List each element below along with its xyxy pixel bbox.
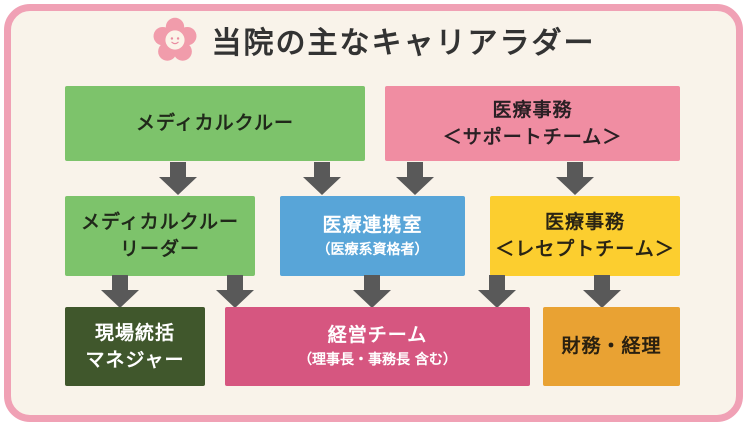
node-label: 経営チーム — [327, 324, 428, 347]
node-management-team: 経営チーム （理事長・事務長 含む） — [225, 307, 530, 386]
node-label: メディカルクルー — [80, 211, 240, 234]
node-sublabel: （医療系資格者） — [316, 241, 429, 258]
node-label: 医療事務 — [544, 211, 625, 234]
flower-icon — [152, 17, 198, 63]
arrow-crew-to-cooperation-icon — [303, 162, 341, 195]
node-finance-accounting: 財務・経理 — [543, 307, 680, 386]
arrow-receipt-to-management-icon — [478, 275, 516, 308]
arrow-support-to-cooperation-icon — [396, 162, 434, 195]
node-sublabel: （理事長・事務長 含む） — [298, 352, 457, 368]
arrow-support-to-receipt-icon — [556, 162, 594, 195]
node-medical-crew: メディカルクルー — [65, 86, 365, 161]
node-sublabel: ＜レセプトチーム＞ — [495, 238, 675, 260]
node-medical-office-receipt: 医療事務 ＜レセプトチーム＞ — [490, 196, 680, 276]
node-label: 現場統括 — [94, 321, 175, 344]
node-label: 医療事務 — [492, 98, 573, 121]
arrow-crew-to-leader-icon — [159, 162, 197, 195]
node-medical-cooperation-office: 医療連携室 （医療系資格者） — [280, 196, 465, 276]
arrow-leader-to-site-manager-icon — [101, 275, 139, 308]
node-medical-office-support: 医療事務 ＜サポートチーム＞ — [385, 86, 680, 161]
node-sublabel: リーダー — [119, 238, 200, 260]
arrow-receipt-to-finance-icon — [583, 275, 621, 308]
node-medical-crew-leader: メディカルクルー リーダー — [65, 196, 255, 276]
node-label: 医療連携室 — [322, 213, 423, 236]
node-sublabel: マネジャー — [85, 348, 185, 371]
arrow-leader-to-management-icon — [216, 275, 254, 308]
title-row: 当院の主なキャリアラダー — [0, 12, 747, 68]
page-title: 当院の主なキャリアラダー — [211, 26, 596, 61]
arrow-cooperation-to-management-icon — [353, 275, 391, 308]
node-label: メディカルクルー — [135, 112, 295, 135]
node-site-manager: 現場統括 マネジャー — [65, 307, 205, 386]
node-sublabel: ＜サポートチーム＞ — [442, 125, 623, 148]
node-label: 財務・経理 — [561, 335, 662, 358]
